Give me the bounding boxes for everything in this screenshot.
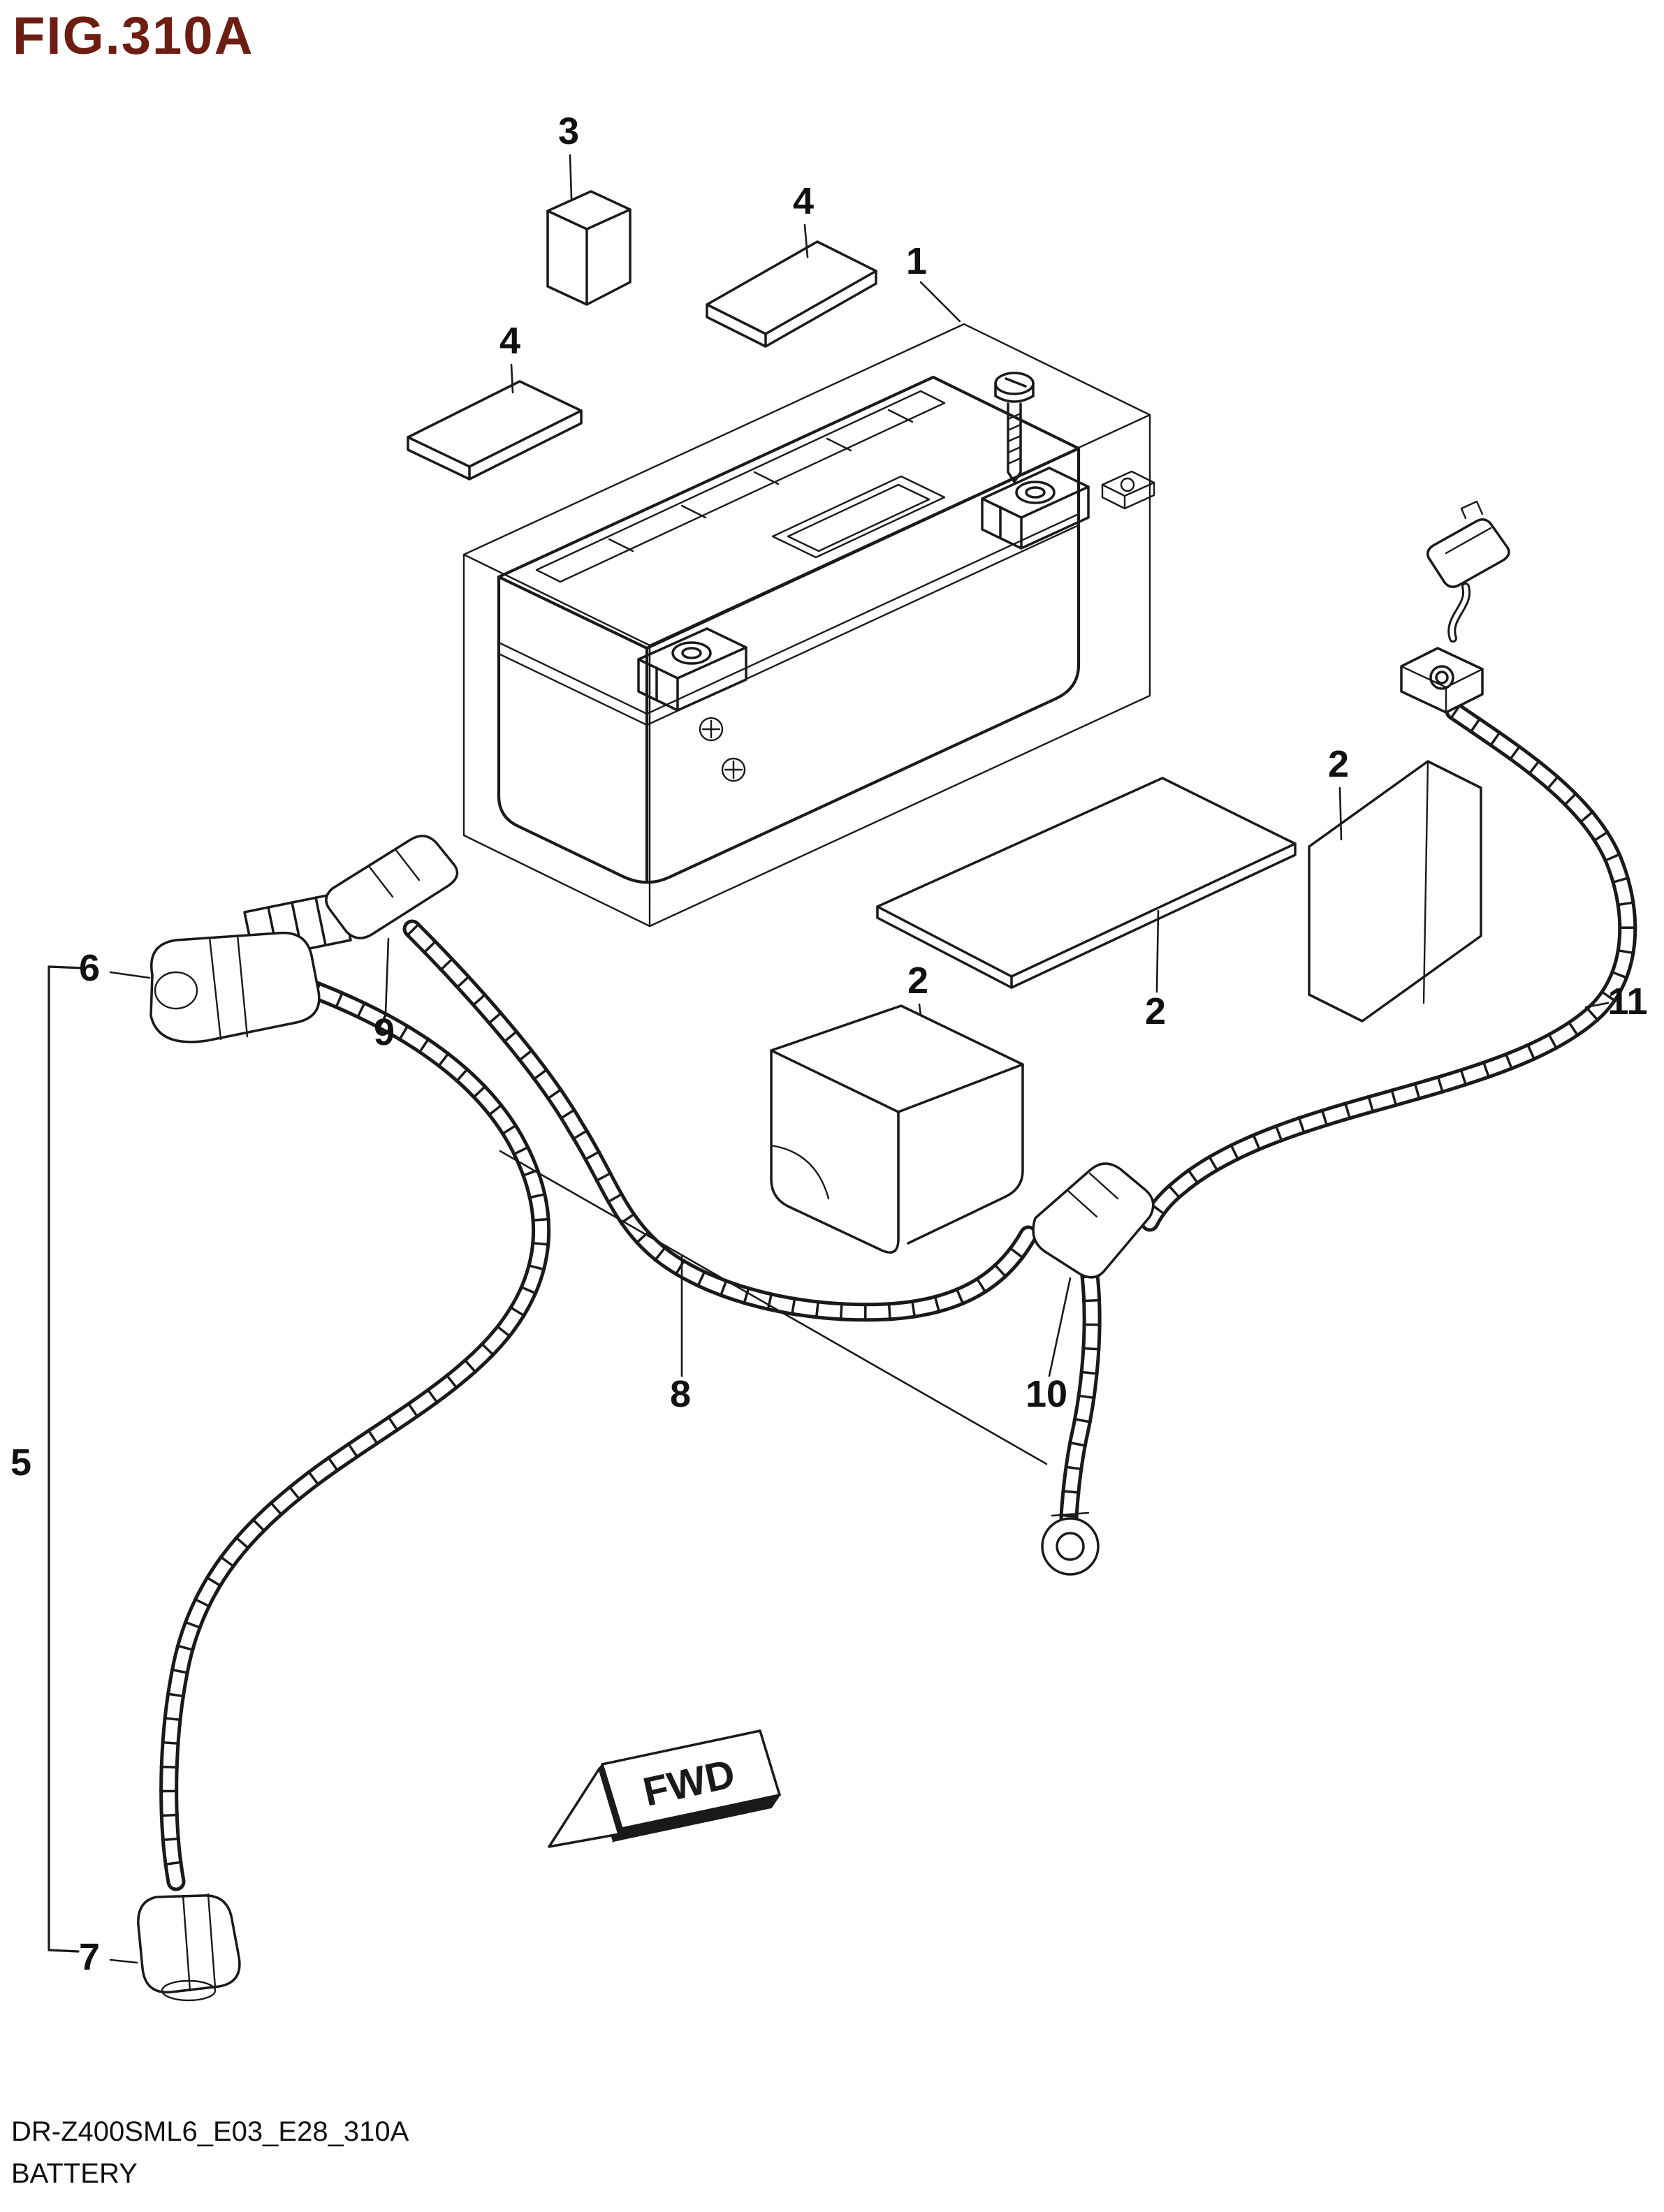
relay-connector-11 [1426,500,1510,588]
terminal-boot-7 [137,1893,241,2002]
body-silhouette [497,446,1081,884]
cable-5-negative-lead [159,981,551,1891]
callout-8: 8 [670,1373,691,1415]
callout-labels: 1 2 2 2 3 4 4 5 6 7 8 9 10 11 [10,110,1648,1978]
battery-terminal-left [637,627,747,712]
terminal-boot-9 [325,835,459,939]
leader-10 [1048,1277,1072,1377]
battery-recess [771,475,946,559]
battery-assembly [462,323,1155,928]
callout-1: 1 [906,240,927,282]
fwd-arrowhead [548,1767,620,1848]
part-2-cover-left [770,1004,1024,1254]
bracket-5 [48,965,84,1953]
callout-11: 11 [1607,981,1647,1023]
battery-outline-box [462,323,1151,928]
figure-footer: DR-Z400SML6_E03_E28_310A BATTERY [11,2111,409,2195]
battery-lid-seams [497,513,1080,726]
terminal-screw [994,372,1035,483]
cable-11-terminal-bracket [1400,647,1484,714]
leader-9 [384,937,390,1014]
fwd-slab-face [601,1729,781,1830]
part-3-damper-block [546,190,632,306]
leader-3 [569,154,573,200]
battery-terminal-right [981,467,1090,550]
battery-body [497,375,1081,884]
leader-2-right [1338,786,1343,841]
battery-cap-strip [535,390,946,583]
callout-7: 7 [79,1936,100,1978]
leader-4-right [803,224,809,258]
callout-2-left: 2 [907,960,928,1002]
cable-11-starter-lead [1140,701,1637,1232]
terminal-boot-6 [149,931,321,1043]
leader-2-left [918,1003,922,1017]
body-top-face [497,375,1081,650]
callout-4-right: 4 [793,180,814,222]
leader-2-middle [1155,909,1160,993]
callout-6: 6 [79,947,100,989]
cable-10-ring-lead [1059,1266,1102,1527]
battery-polarity-marks [699,717,746,782]
cable-8-positive-lead [402,919,1038,1322]
connector-11-pigtail [1447,583,1471,643]
leader-8-diagonal [499,1150,1048,1465]
callout-2-right: 2 [1328,743,1349,785]
terminal-nut-plate [1101,470,1155,510]
part-2-cushion-right [1308,760,1482,1023]
terminal-boot-10 [1032,1162,1155,1279]
ring-terminal [1041,1511,1100,1576]
callout-3: 3 [558,110,579,152]
part-4-pad-right [706,240,877,348]
callout-4-left: 4 [499,320,520,362]
leader-7 [109,1958,138,1964]
cable-harness [137,500,1637,2002]
part-4-pad-left [407,380,583,481]
callout-leaders [48,154,1610,1964]
callout-5: 5 [10,1442,31,1484]
outline-edges [462,413,1151,928]
part-2-sheet-middle [876,777,1297,989]
leader-4-left [510,363,514,394]
figure-title: FIG.310A [13,6,254,66]
figure-part-name: BATTERY [11,2158,138,2189]
callout-2-middle: 2 [1145,990,1166,1032]
leader-1 [919,281,961,323]
leader-11 [1584,1002,1610,1009]
document-code: DR-Z400SML6_E03_E28_310A [11,2116,409,2147]
leader-6 [109,971,151,979]
callout-9: 9 [374,1011,395,1053]
fwd-arrow-icon: FWD [548,1729,782,1848]
callout-10: 10 [1026,1373,1067,1415]
